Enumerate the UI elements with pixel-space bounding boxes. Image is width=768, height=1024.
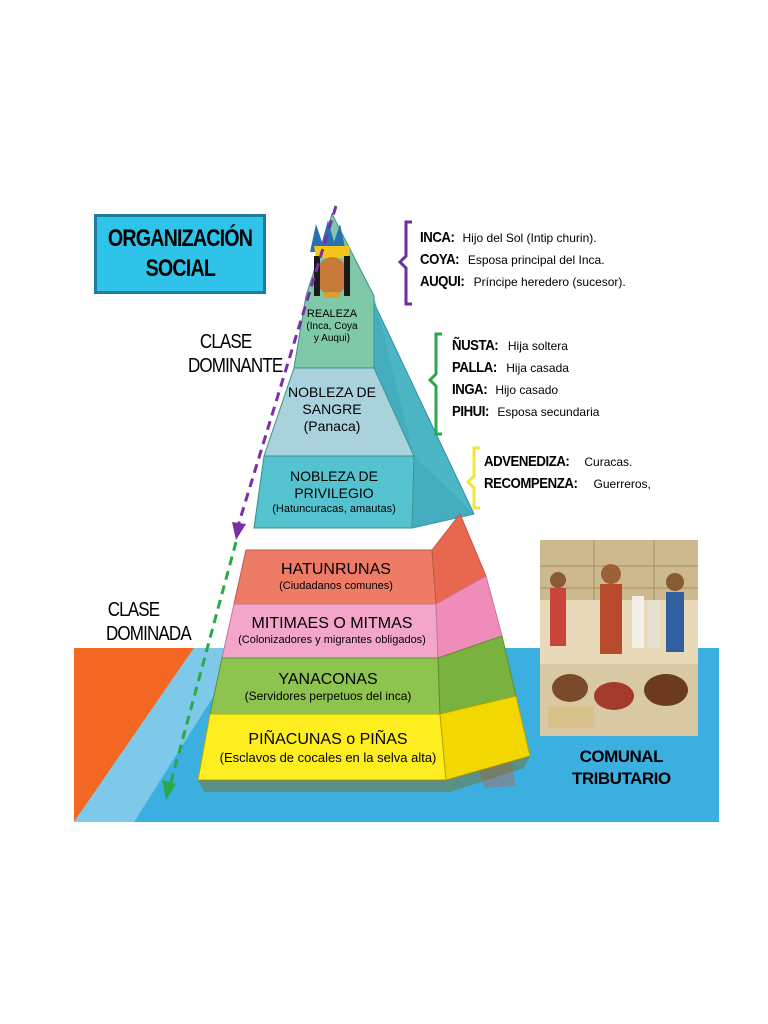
desc-nusta: Hija soltera: [507, 339, 568, 353]
tier-realeza-name: REALEZA: [306, 308, 358, 320]
definition-auqui: AUQUI: Príncipe heredero (sucesor).: [420, 274, 626, 290]
image-caption-line-1: COMUNAL: [579, 747, 664, 766]
tribute-illustration: [540, 540, 698, 736]
image-caption-line-2: TRIBUTARIO: [572, 769, 671, 788]
term-nusta: ÑUSTA:: [452, 337, 499, 354]
definition-recompenza: RECOMPENZA: Guerreros,: [484, 476, 651, 492]
tier-pinacunas: PIÑACUNAS o PIÑAS (Esclavos de cocales e…: [220, 730, 437, 767]
tier-realeza-sub-2: y Auqui): [313, 333, 351, 344]
dominated-arrowhead: [162, 780, 176, 800]
definition-advenediza: ADVENEDIZA: Curacas.: [484, 454, 651, 470]
tier-nobleza-privilegio-name-1: NOBLEZA DE: [290, 468, 378, 484]
definition-group-blood-nobility: ÑUSTA: Hija soltera PALLA: Hija casada I…: [452, 338, 599, 420]
definition-palla: PALLA: Hija casada: [452, 360, 599, 376]
definition-inca: INCA: Hijo del Sol (Intip churin).: [420, 230, 626, 246]
desc-advenediza: Curacas.: [584, 455, 633, 469]
diagram-graphics: [74, 205, 719, 822]
dominant-class-label: CLASE DOMINANTE: [188, 330, 283, 378]
desc-pihui: Esposa secundaria: [497, 405, 600, 419]
desc-coya: Esposa principal del Inca.: [467, 253, 605, 267]
tier-hatunrunas-sub: (Ciudadanos comunes): [279, 580, 393, 592]
title-line-1: ORGANIZACIÓN: [107, 225, 253, 252]
tier-realeza-sub-1: (Inca, Coya: [306, 321, 358, 332]
term-pihui: PIHUI:: [452, 403, 489, 420]
bracket-royalty: [397, 220, 412, 306]
tier-nobleza-sangre-name-2: SANGRE: [302, 401, 362, 417]
tier-pinacunas-name: PIÑACUNAS o PIÑAS: [248, 731, 408, 748]
desc-inca: Hijo del Sol (Intip churin).: [462, 231, 597, 245]
lower-pyramid: [197, 513, 531, 792]
term-auqui: AUQUI:: [420, 273, 465, 290]
dominated-class-line-1: CLASE: [107, 599, 160, 621]
title-box: ORGANIZACIÓN SOCIAL: [94, 214, 266, 294]
tier-mitimaes-sub: (Colonizadores y migrantes obligados): [238, 634, 426, 646]
tier-nobleza-privilegio-sub: (Hatuncuracas, amautas): [272, 503, 396, 515]
definition-group-privilege-nobility: ADVENEDIZA: Curacas. RECOMPENZA: Guerrer…: [484, 454, 651, 492]
tier-mitimaes: MITIMAES O MITMAS (Colonizadores y migra…: [238, 614, 426, 647]
tier-pinacunas-right: [439, 695, 531, 781]
desc-inga: Hijo casado: [495, 383, 559, 397]
tier-hatunrunas-name: HATUNRUNAS: [281, 561, 391, 578]
tier-yanaconas-sub: (Servidores perpetuos del inca): [244, 689, 412, 703]
tier-nobleza-privilegio-name-2: PRIVILEGIO: [294, 485, 374, 501]
dominated-class-line-2: DOMINADA: [106, 623, 192, 645]
upper-pyramid-right-face: [374, 296, 474, 528]
term-coya: COYA:: [420, 251, 460, 268]
dominated-class-label: CLASE DOMINADA: [106, 598, 192, 646]
dominant-class-line-2: DOMINANTE: [188, 355, 283, 377]
definition-pihui: PIHUI: Esposa secundaria: [452, 404, 599, 420]
tier-nobleza-sangre: NOBLEZA DE SANGRE (Panaca): [288, 384, 376, 435]
tier-realeza: REALEZA (Inca, Coya y Auqui): [306, 308, 357, 345]
tier-nobleza-sangre-name-3: (Panaca): [303, 418, 361, 434]
background-light-blue: [74, 648, 244, 822]
dominant-class-line-1: CLASE: [199, 331, 252, 353]
term-advenediza: ADVENEDIZA:: [484, 453, 570, 470]
desc-auqui: Príncipe heredero (sucesor).: [473, 275, 626, 289]
bracket-blood-nobility: [427, 332, 442, 436]
term-palla: PALLA:: [452, 359, 497, 376]
tier-yanaconas: YANACONAS (Servidores perpetuos del inca…: [245, 670, 412, 703]
definition-inga: INGA: Hijo casado: [452, 382, 599, 398]
tier-pinacunas-sub: (Esclavos de cocales en la selva alta): [219, 750, 437, 765]
lower-pyramid-shadow: [198, 756, 530, 792]
upper-pyramid: [253, 212, 475, 529]
dominant-arrowhead: [232, 522, 246, 540]
definition-coya: COYA: Esposa principal del Inca.: [420, 252, 626, 268]
dominated-arrow: [168, 541, 238, 787]
term-inca: INCA:: [420, 229, 455, 246]
term-recompenza: RECOMPENZA:: [484, 475, 578, 492]
inca-portrait: [310, 220, 350, 298]
definition-nusta: ÑUSTA: Hija soltera: [452, 338, 599, 354]
image-caption: COMUNAL TRIBUTARIO: [572, 746, 671, 790]
tier-yanaconas-name: YANACONAS: [278, 671, 378, 688]
bracket-privilege-nobility: [465, 446, 480, 510]
diagram-card: ORGANIZACIÓN SOCIAL CLASE DOMINANTE CLAS…: [74, 196, 719, 822]
dominant-arrow: [236, 205, 338, 527]
tier-hatunrunas: HATUNRUNAS (Ciudadanos comunes): [279, 560, 393, 593]
title-line-2: SOCIAL: [145, 255, 215, 282]
tier-nobleza-sangre-name-1: NOBLEZA DE: [288, 384, 376, 400]
desc-palla: Hija casada: [506, 361, 569, 375]
definition-group-royalty: INCA: Hijo del Sol (Intip churin). COYA:…: [420, 230, 626, 290]
term-inga: INGA:: [452, 381, 488, 398]
desc-recompenza: Guerreros,: [593, 477, 651, 491]
tier-nobleza-privilegio: NOBLEZA DE PRIVILEGIO (Hatuncuracas, ama…: [272, 468, 396, 516]
tier-mitimaes-name: MITIMAES O MITMAS: [251, 615, 413, 632]
